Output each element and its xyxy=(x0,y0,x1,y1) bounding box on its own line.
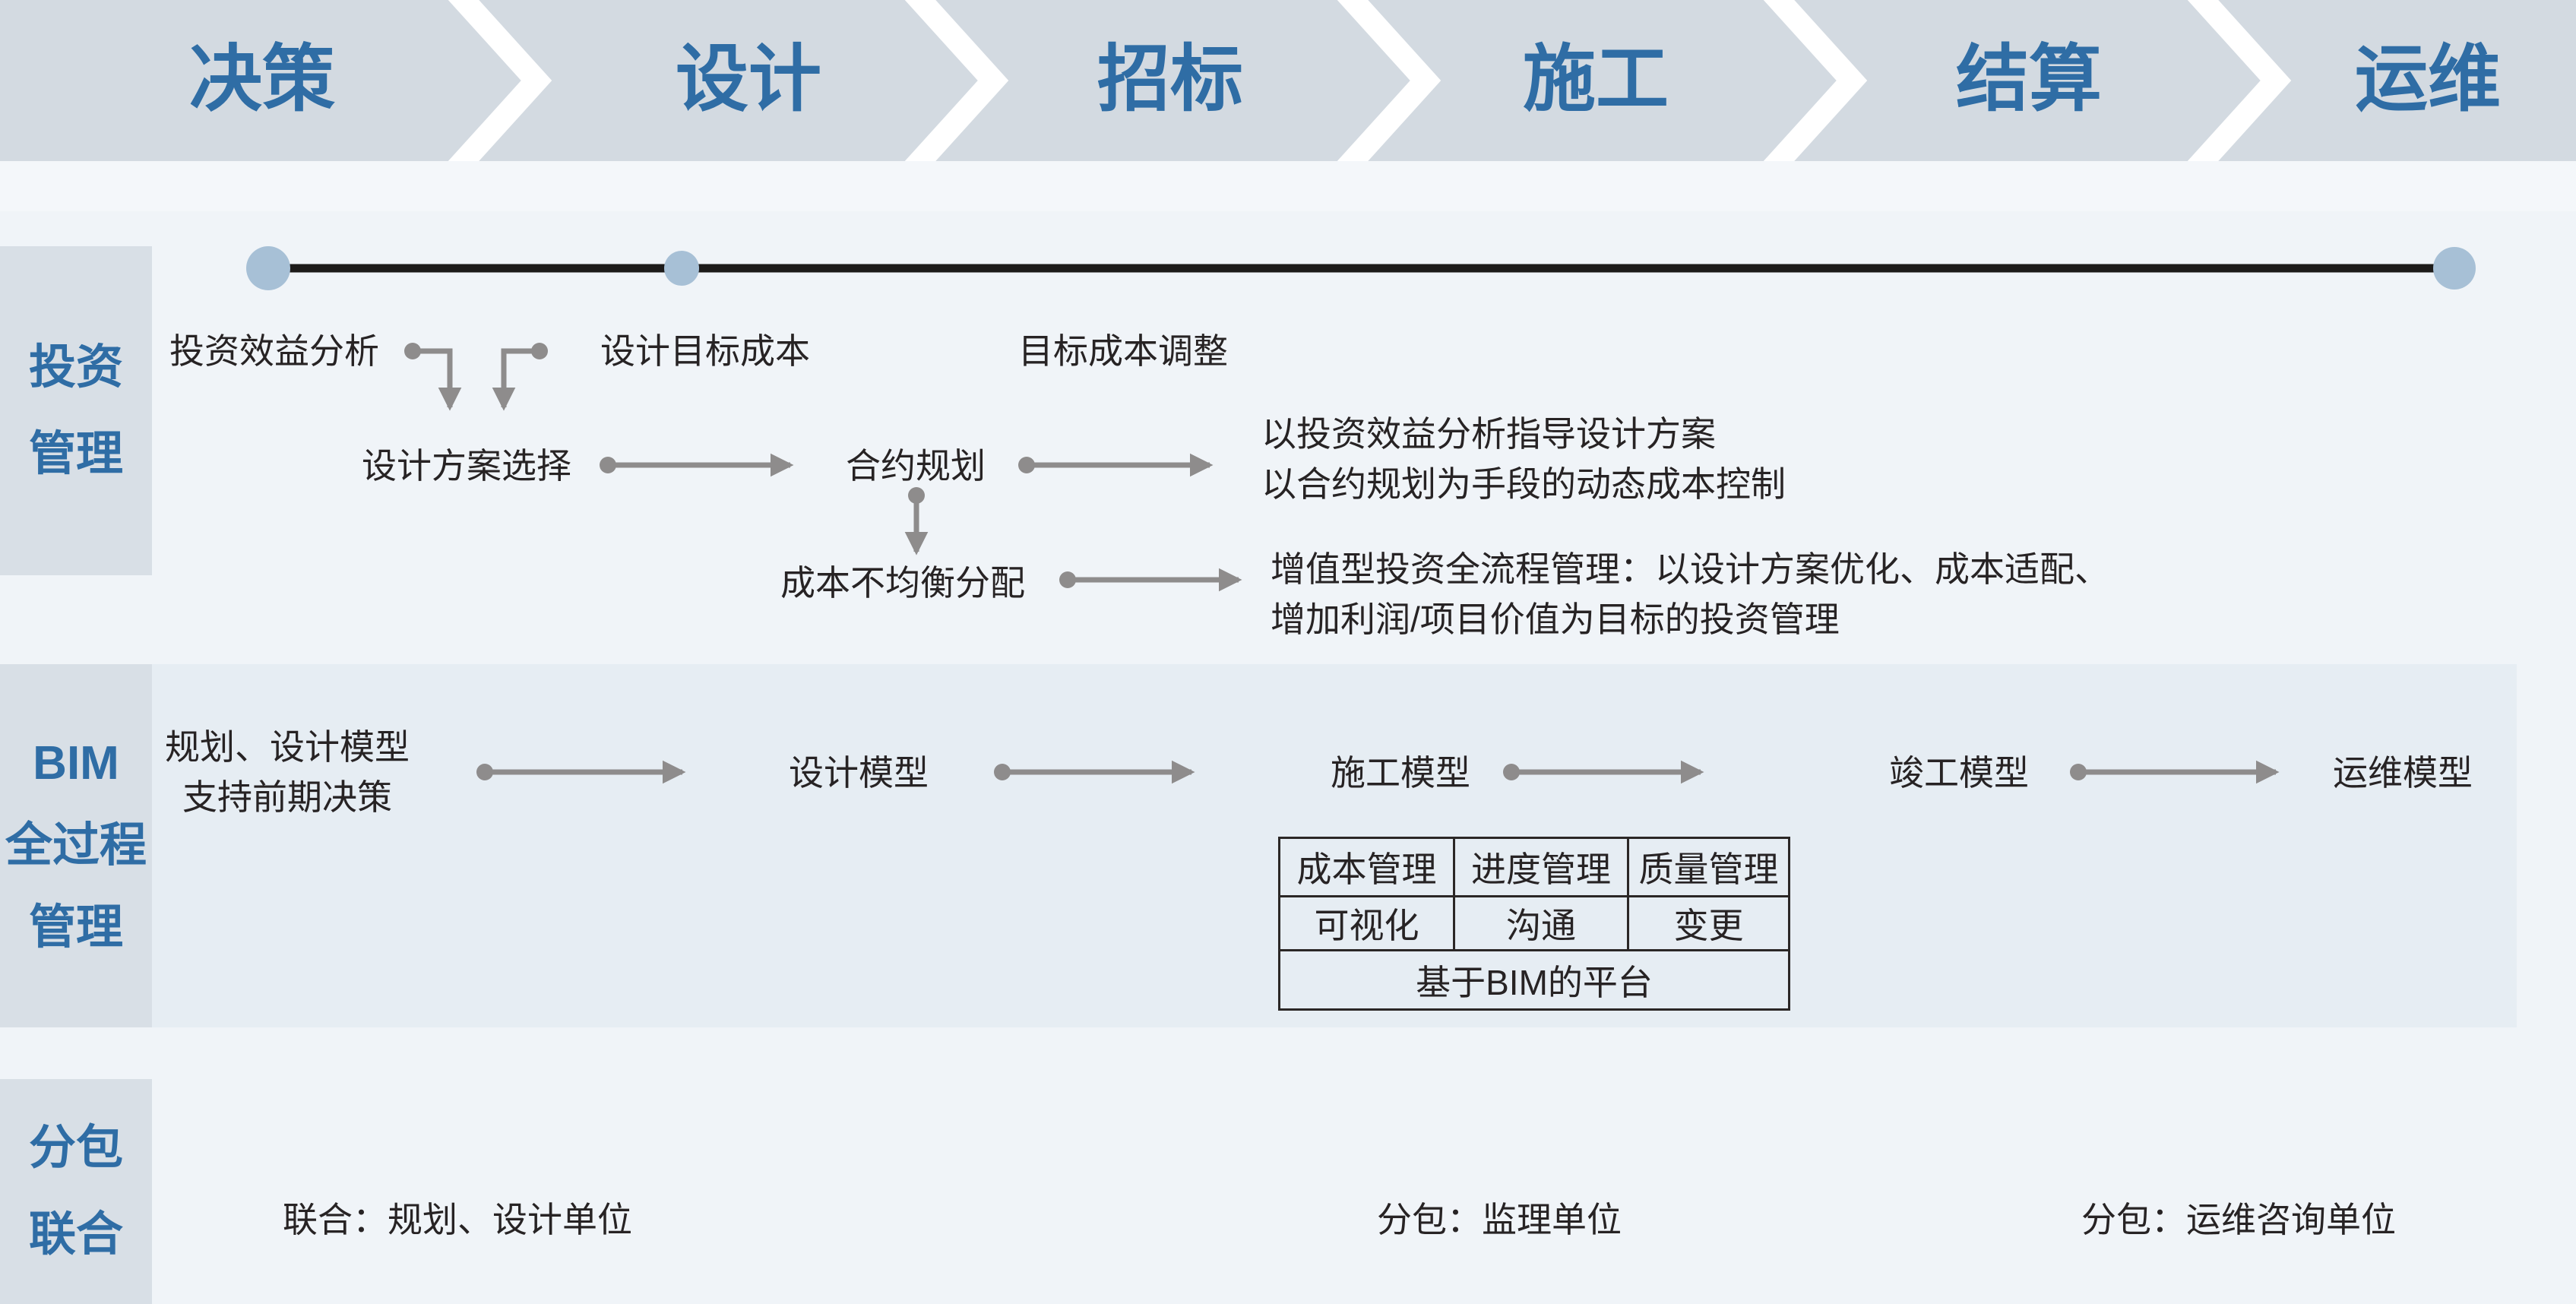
note-line: 增加利润/项目价值为目标的投资管理 xyxy=(1271,600,1840,639)
label-cost-unbalanced: 成本不均衡分配 xyxy=(780,563,1025,603)
label-design-target-cost: 设计目标成本 xyxy=(600,331,810,371)
chevron-icon xyxy=(904,0,1009,161)
table-row: 基于BIM的平台 xyxy=(1278,949,1790,1011)
label-design-model: 设计模型 xyxy=(789,753,929,793)
cell-schedule-management: 进度管理 xyxy=(1453,837,1629,897)
investment-connectors xyxy=(404,343,1242,592)
label-early-model-line: 规划、设计模型 xyxy=(165,727,410,767)
label-sub-operation-consult-unit: 分包：运维咨询单位 xyxy=(2081,1200,2396,1239)
cell-change: 变更 xyxy=(1627,895,1790,951)
label-design-scheme-select: 设计方案选择 xyxy=(362,446,571,486)
stage-operation: 运维 xyxy=(2355,39,2501,120)
lane-label-line: 管理 xyxy=(28,901,123,954)
stage-settlement: 结算 xyxy=(1956,39,2102,120)
chevron-icon xyxy=(1337,0,1441,161)
bim-connectors xyxy=(476,760,2280,784)
note-value-added-management: 增值型投资全流程管理：以设计方案优化、成本适配、 增加利润/项目价值为目标的投资… xyxy=(1271,544,2109,644)
label-contract-planning: 合约规划 xyxy=(846,446,986,486)
table-row: 成本管理 进度管理 质量管理 xyxy=(1278,837,1790,897)
label-completion-model: 竣工模型 xyxy=(1889,753,2029,793)
note-line: 以投资效益分析指导设计方案 xyxy=(1261,414,1716,454)
stage-decision: 决策 xyxy=(189,39,335,120)
lane-label-line: 管理 xyxy=(28,427,123,480)
stage-chevron-separators xyxy=(448,0,2292,161)
cell-cost-management: 成本管理 xyxy=(1278,837,1455,897)
project-timeline xyxy=(246,246,2476,290)
label-operation-model: 运维模型 xyxy=(2333,753,2473,793)
stage-bidding: 招标 xyxy=(1097,39,1243,120)
bim-platform-table: 成本管理 进度管理 质量管理 可视化 沟通 变更 基于BIM的平台 xyxy=(1278,837,1790,1011)
bim-row-band xyxy=(0,664,2517,1027)
cell-communication: 沟通 xyxy=(1453,895,1629,951)
lane-bim-whole-process: BIM 全过程 管理 xyxy=(0,664,152,1027)
lane-investment-management: 投资 管理 xyxy=(0,246,152,575)
label-sub-supervision-unit: 分包：监理单位 xyxy=(1377,1200,1622,1239)
label-target-cost-adjust: 目标成本调整 xyxy=(1018,331,1228,371)
lane-label-line: 投资 xyxy=(28,340,123,394)
label-construction-model: 施工模型 xyxy=(1331,753,1470,793)
label-joint-planning-design-units: 联合：规划、设计单位 xyxy=(283,1200,632,1239)
timeline-dot-end xyxy=(2433,247,2476,290)
lane-label-line: 联合 xyxy=(28,1208,123,1261)
note-line: 以合约规划为手段的动态成本控制 xyxy=(1261,464,1786,504)
stage-design: 设计 xyxy=(676,39,821,120)
cell-visualization: 可视化 xyxy=(1278,895,1455,951)
arrow-early-to-design-model xyxy=(476,760,686,784)
arrow-scheme-to-contract xyxy=(600,453,794,477)
timeline-dot-design xyxy=(664,251,699,286)
arrow-completion-to-operation-model xyxy=(2070,760,2280,784)
note-line: 增值型投资全流程管理：以设计方案优化、成本适配、 xyxy=(1271,549,2109,589)
lane-label-line: 全过程 xyxy=(5,819,147,872)
arrow-design-to-construction-model xyxy=(994,760,1195,784)
table-row: 可视化 沟通 变更 xyxy=(1278,895,1790,951)
note-investment-guidance: 以投资效益分析指导设计方案 以合约规划为手段的动态成本控制 xyxy=(1261,409,1786,509)
lane-label-line: 分包 xyxy=(28,1122,123,1174)
arrow-benefit-to-scheme xyxy=(404,343,462,411)
arrow-unbalanced-to-note xyxy=(1059,568,1242,592)
chevron-icon xyxy=(448,0,552,161)
label-benefit-analysis: 投资效益分析 xyxy=(169,331,379,371)
stage-bar: 决策 设计 招标 施工 结算 运维 xyxy=(0,0,2576,161)
timeline-dot-start xyxy=(246,246,290,290)
label-early-model: 规划、设计模型 支持前期决策 xyxy=(160,722,415,822)
arrow-contract-to-note xyxy=(1018,453,1214,477)
stage-construction: 施工 xyxy=(1523,39,1669,120)
arrow-construction-to-completion-model xyxy=(1503,760,1704,784)
label-early-model-line: 支持前期决策 xyxy=(182,777,392,817)
cell-quality-management: 质量管理 xyxy=(1627,837,1790,897)
arrow-targetcost-to-scheme xyxy=(492,343,548,411)
arrow-contract-down xyxy=(904,487,929,555)
cell-bim-platform: 基于BIM的平台 xyxy=(1278,949,1790,1011)
bar-bottom-strip xyxy=(0,161,2576,211)
lane-subcontract-joint: 分包 联合 xyxy=(0,1079,152,1304)
chevron-icon xyxy=(2187,0,2292,161)
chevron-icon xyxy=(1763,0,1868,161)
lane-label-line: BIM xyxy=(33,737,119,790)
